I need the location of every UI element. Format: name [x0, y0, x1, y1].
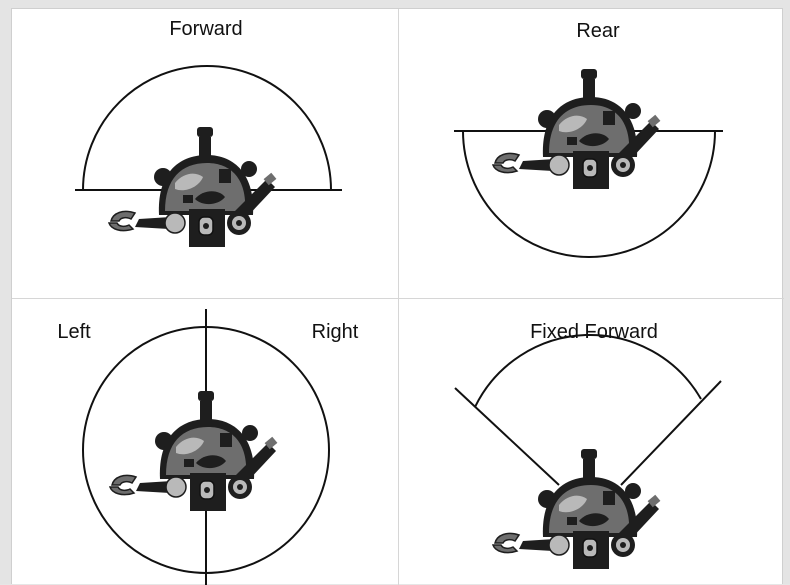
left-right-arc-diagram — [12, 299, 398, 585]
left-boundary-line — [455, 388, 559, 485]
panel-rear: Rear — [399, 9, 784, 298]
panel-forward: Forward — [12, 9, 398, 298]
robot-icon — [110, 391, 277, 511]
robot-icon — [109, 127, 276, 247]
panel-fixed-forward: Fixed Forward — [399, 299, 784, 585]
forward-arc-diagram — [12, 9, 398, 298]
fixed-forward-arc — [475, 335, 701, 407]
rear-arc-diagram — [399, 9, 784, 298]
fixed-forward-arc-diagram — [399, 299, 784, 585]
right-boundary-line — [621, 381, 721, 485]
panel-left-right: Left Right — [12, 299, 398, 585]
robot-icon — [493, 449, 660, 569]
robot-icon — [493, 69, 660, 189]
panel-grid: Forward Rear Left Right — [11, 8, 783, 584]
